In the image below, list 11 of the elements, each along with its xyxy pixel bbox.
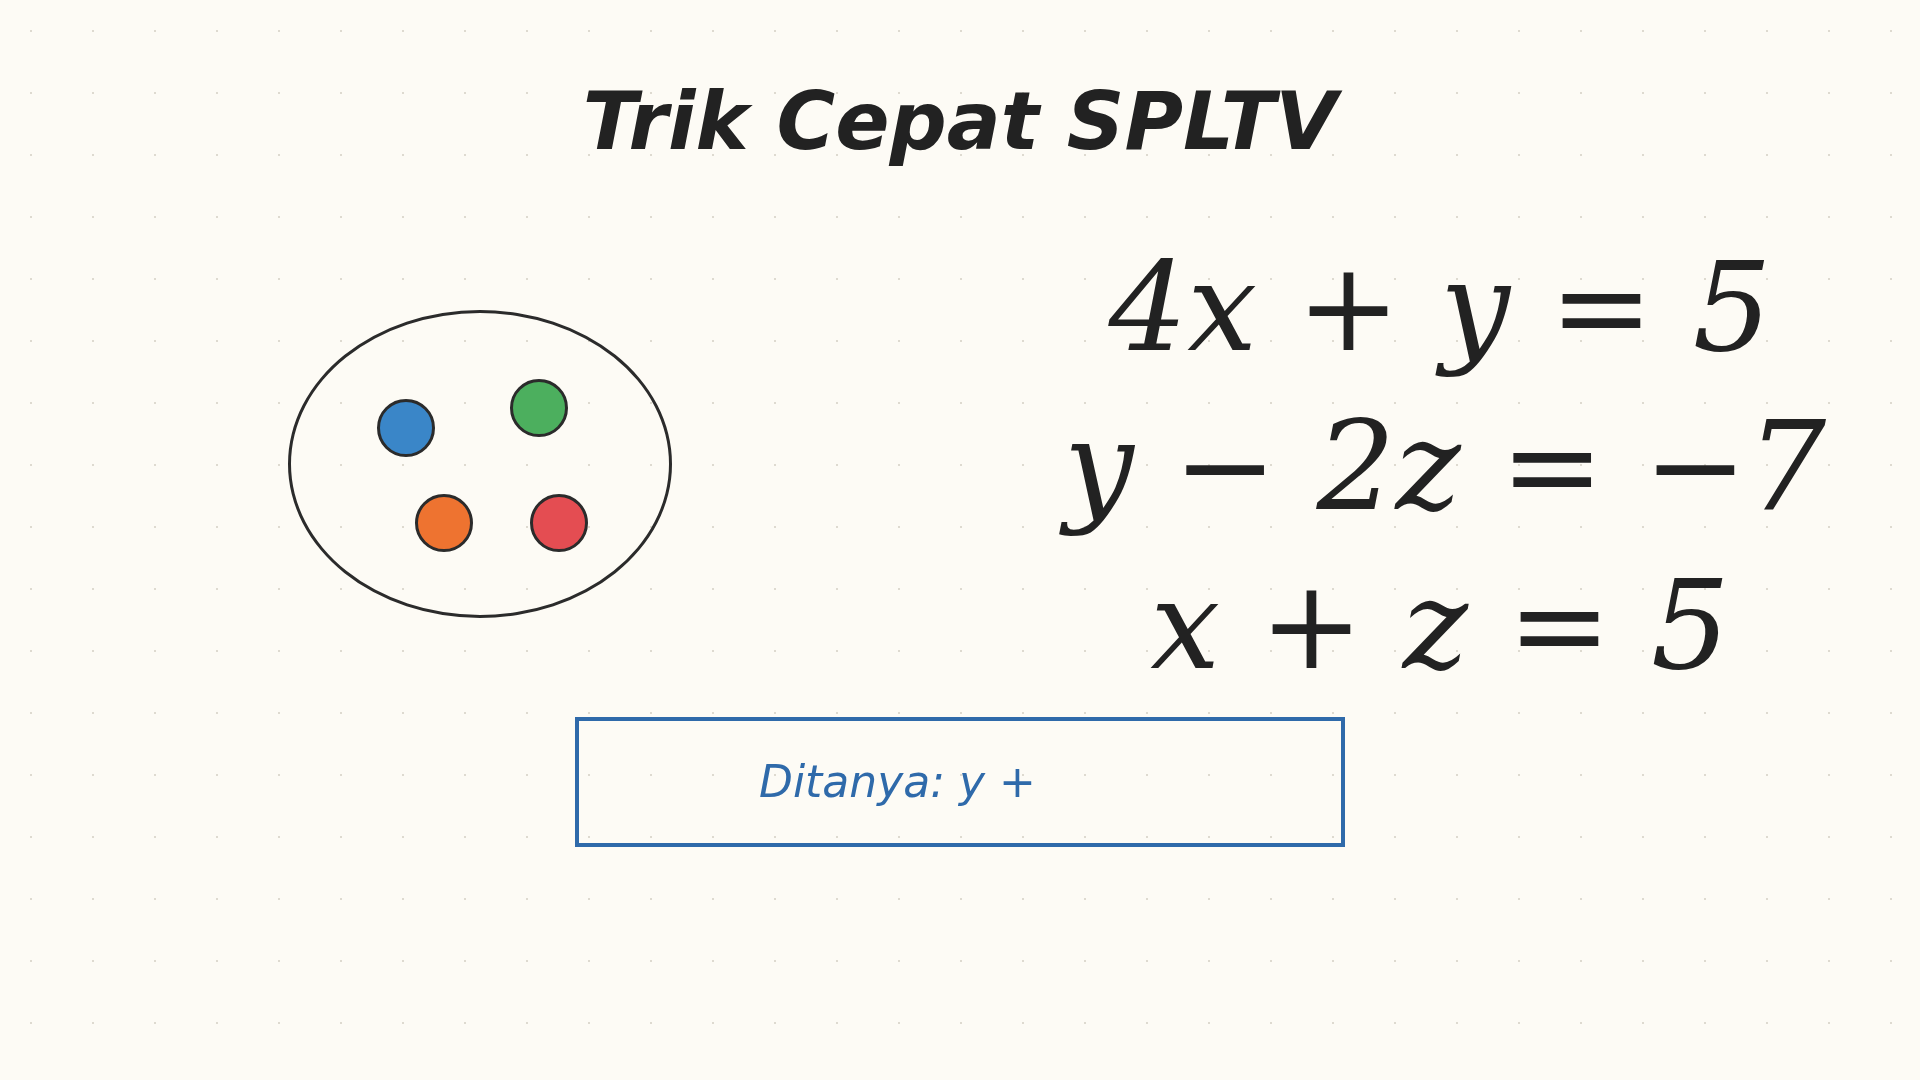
ellipse-set [288, 310, 672, 618]
colored-dot [415, 494, 473, 552]
question-box [575, 717, 1345, 847]
equation: y − 2z = −7 [1030, 391, 1860, 541]
colored-dot [530, 494, 588, 552]
title: Trik Cepat SPLTV [560, 62, 1360, 182]
equation: x + z = 5 [1149, 552, 1731, 699]
colored-dot [510, 379, 568, 437]
equation: 4x + y = 5 [1107, 234, 1773, 381]
colored-dot [377, 399, 435, 457]
question-text: Ditanya: y + [759, 755, 1036, 809]
